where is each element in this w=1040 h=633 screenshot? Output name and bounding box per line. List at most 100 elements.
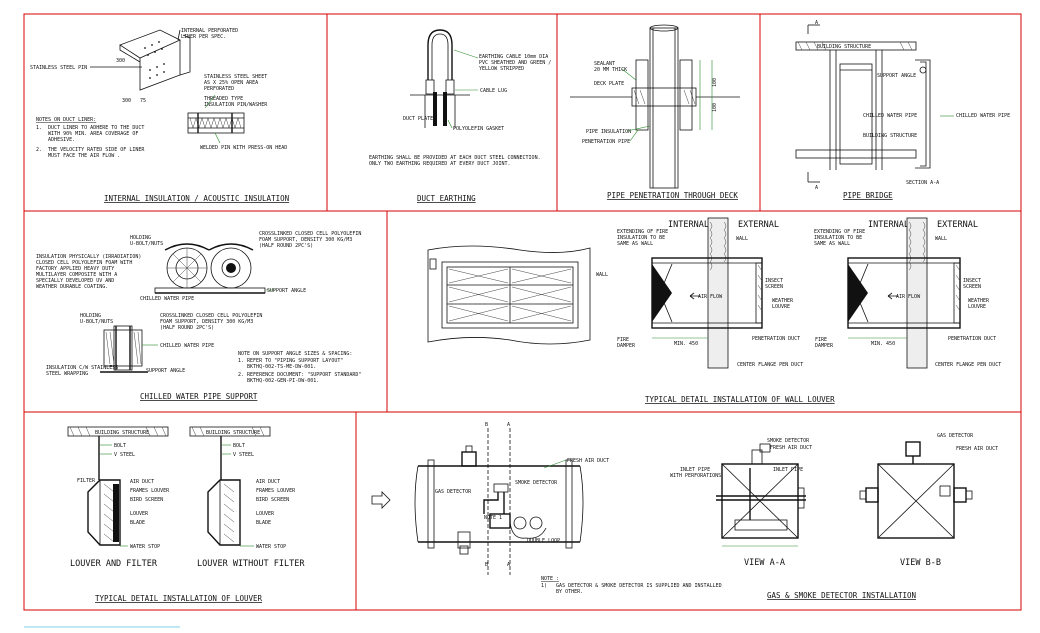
panel-internal-insulation: STAINLESS STEEL PIN INTERNAL PERFORATED … [30,28,289,203]
label-note-1: NOTE 1 [484,515,502,521]
label-frames-left: FRAMES LOUVER [130,488,170,494]
label-chilled-pipe-1: CHILLED WATER PIPE [140,296,194,302]
label-threaded-pin: INSULATION PIN/WASHER [204,102,268,108]
label-damper-2: DAMPER [815,343,834,349]
label-vsteel-right: V STEEL [233,452,254,458]
support-note-1: 1. REFER TO "PIPING SUPPORT LAYOUT" [238,358,343,364]
note-1c: ADHESIVE. [36,137,75,143]
panel-title-penetration: PIPE PENETRATION THROUGH DECK [607,191,738,200]
label-extending-1: EXTENDING OF FIRE [617,229,668,235]
label-extending-3: SAME AS WALL [617,241,653,247]
label-ins-1: INSULATION PHYSICALLY (IRRADIATION) [36,254,141,260]
label-earthing-cable: EARTHING CABLE 10mm DIA [479,54,548,60]
dim-300b: 300 [122,98,131,104]
panel-title-insulation: INTERNAL INSULATION / ACOUSTIC INSULATIO… [104,194,289,203]
dim-75: 75 [140,98,146,104]
label-wall-left: WALL [596,272,608,278]
caption-view-a: VIEW A-A [744,558,785,568]
label-bs-left: BUILDING STRUCTURE [95,430,149,436]
label-liner: INTERNAL PERFORATED [181,28,238,34]
label-penetration-pipe: PENETRATION PIPE [582,139,630,145]
dim-100a: 100 [712,78,718,87]
label-ins-3: FACTORY APPLIED HEAVY DUTY [36,266,114,272]
label-louvre-2: LOUVRE [968,304,986,310]
panel-title-bridge: PIPE BRIDGE [843,191,893,200]
label-flange-1: CENTER FLANGE PEN DUCT [737,362,803,368]
earthing-note-2: ONLY TWO EARTHING REQUIRED AT EVERY DUCT… [369,161,510,167]
panel-chilled-water-support: HOLDING U-BOLT/NUTS CROSSLINKED CLOSED C… [36,231,361,401]
note-1a: 1. DUCT LINER TO ADHERE TO THE DUCT [36,125,144,131]
label-air-duct-left: AIR DUCT [130,479,154,485]
caption-louver-filter: LOUVER AND FILTER [70,559,158,569]
label-foam-3: (HALF ROUND 2PC'S) [259,243,313,249]
label-fresh-3: FRESH AIR DUCT [956,446,998,452]
label-external-2: EXTERNAL [937,220,978,230]
label-fresh-2: FRESH AIR DUCT [770,445,812,451]
support-note-head: NOTE ON SUPPORT ANGLE SIZES & SPACING: [238,351,352,357]
label-foam-5: FOAM SUPPORT, DENSITY 300 KG/M3 [160,319,253,325]
label-marker-a-top: A [815,20,818,26]
label-b-bottom: B [485,562,488,568]
dim-100b: 100 [712,103,718,112]
detector-note-head: NOTE : [541,576,559,582]
label-holding-2: HOLDING [80,313,101,319]
caption-view-b: VIEW B-B [900,558,941,568]
panel-title-wall-louver: TYPICAL DETAIL INSTALLATION OF WALL LOUV… [645,395,835,404]
label-support-angle-1: SUPPORT ANGLE [267,288,306,294]
label-extending-2: INSULATION TO BE [617,235,665,241]
label-pipe-insulation: PIPE INSULATION [586,129,631,135]
label-gas-detector: GAS DETECTOR [435,489,472,495]
label-flange-2: CENTER FLANGE PEN DUCT [935,362,1001,368]
label-fire-2: FIRE [815,337,827,343]
label-holding: HOLDING [130,235,151,241]
label-gasket: POLYOLEFIN GASKET [453,126,504,132]
label-chilled-pipe: CHILLED WATER PIPE [863,113,917,119]
label-inlet-1: INLET PIPE [680,467,710,473]
label-air-flow-1: AIR FLOW [698,294,723,300]
label-sheet-2: AS X 25% OPEN AREA [204,80,258,86]
label-section: SECTION A-A [906,180,939,186]
label-fresh-air-duct: FRESH AIR DUCT [567,458,609,464]
panel-title-earthing: DUCT EARTHING [417,194,476,203]
label-welded-pin: WELDED PIN WITH PRESS-ON HEAD [200,145,287,151]
label-external-1: EXTERNAL [738,220,779,230]
panel-louver-install: BUILDING STRUCTURE BOLT V STEEL FILTER A… [67,426,305,603]
note-1b: WITH 90% MIN. AREA COVERAGE OF [36,131,138,137]
label-bolt-left: BOLT [114,443,126,449]
panel-wall-louver: WALL INTERNAL EXTERNAL AIR FLOW EXTENDIN… [427,217,1001,404]
label-bird-right: BIRD SCREEN [256,497,289,503]
label-gas-2: GAS DETECTOR [937,433,974,439]
label-frames-right: FRAMES LOUVER [256,488,296,494]
label-air-duct-right: AIR DUCT [256,479,280,485]
label-blade-left: BLADE [130,520,145,526]
label-pen-duct-1: PENETRATION DUCT [752,336,800,342]
label-threaded: THREADED TYPE [204,96,243,102]
label-bs-right: BUILDING STRUCTURE [206,430,260,436]
label-stainless-pin: STAINLESS STEEL PIN [30,65,87,71]
panel-title-louver: TYPICAL DETAIL INSTALLATION OF LOUVER [95,594,263,603]
label-stop-right: WATER STOP [256,544,286,550]
label-building-structure: BUILDING STRUCTURE [863,133,917,139]
panel-pipe-penetration: 100 100 SEALANT 20 MM THICK DECK PLATE P… [570,24,740,200]
note-2b: MUST FACE THE AIR FLOW . [36,153,120,159]
label-extending-6: SAME AS WALL [814,241,850,247]
label-screen-1: SCREEN [765,284,783,290]
label-inlet-2: WITH PERFORATIONS [670,473,721,479]
label-double-loop: DOUBLE LOOP [527,538,560,544]
label-min-450-2: MIN. 450 [871,341,895,347]
label-support-angle-2: SUPPORT ANGLE [146,368,185,374]
label-smoke-detector: SMOKE DETECTOR [515,480,558,486]
label-pvc: PVC SHEATHED AND GREEN / [479,60,551,66]
label-insect-1: INSECT [765,278,783,284]
label-foam-2: FOAM SUPPORT, DENSITY 300 KG/M3 [259,237,352,243]
label-ins-4: MULTILAYER COMPOSITE WITH A [36,272,117,278]
label-fire-1: FIRE [617,337,629,343]
caption-louver-no-filter: LOUVER WITHOUT FILTER [197,559,305,569]
label-sheet-3: PERFORATED [204,86,234,92]
label-b-top: B [485,422,488,428]
label-duct-plate: DUCT PLATE [403,116,433,122]
label-min-450-1: MIN. 450 [674,341,698,347]
panel-duct-earthing: EARTHING CABLE 10mm DIA PVC SHEATHED AND… [369,29,551,203]
support-note-1b: BKTHQ-002-TS-ME-DW-001. [238,364,316,370]
